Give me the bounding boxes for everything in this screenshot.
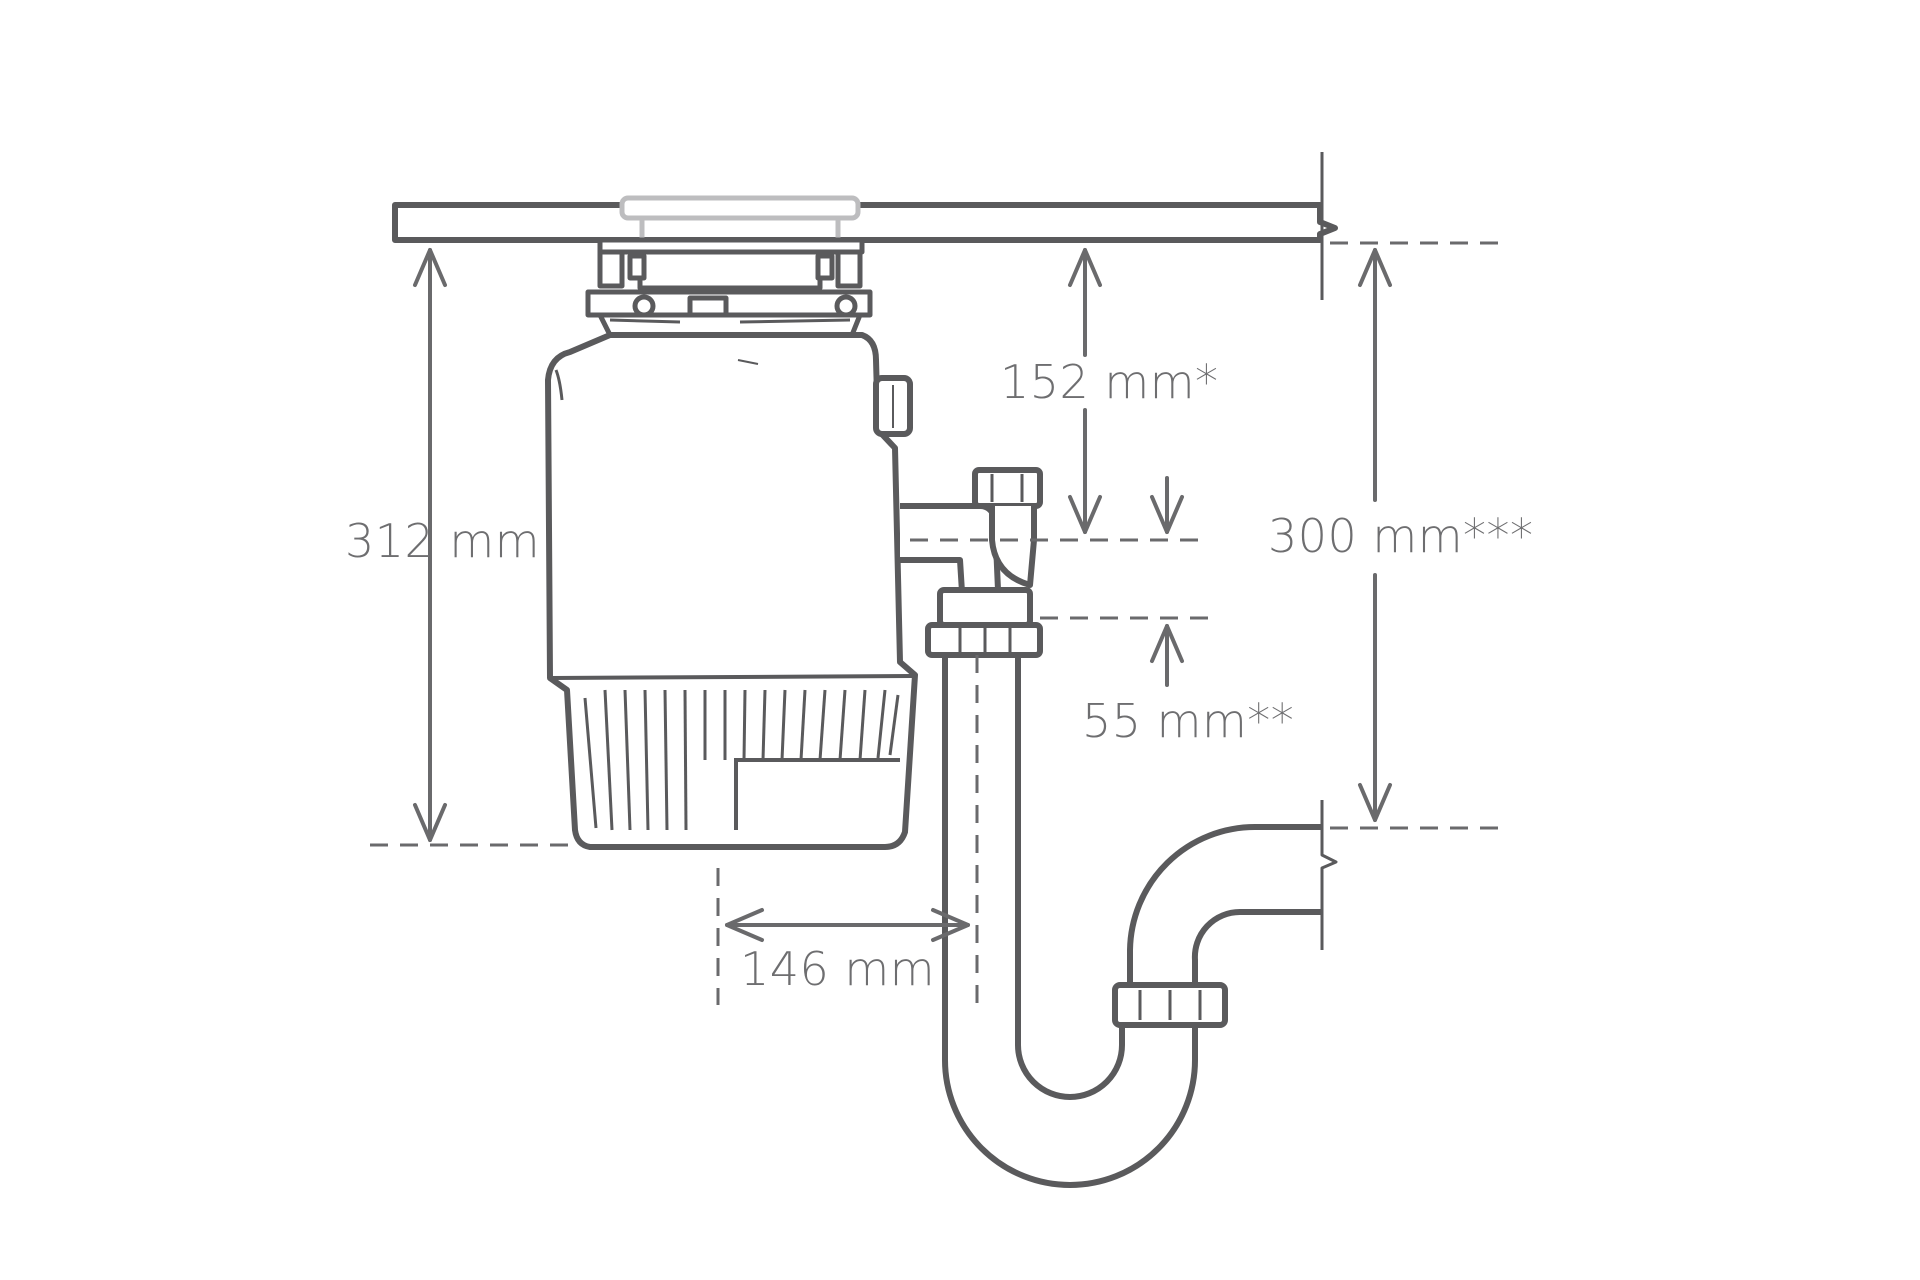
dimension-dashed-lines [370,241,1500,1005]
countertop [392,152,1338,300]
tailpiece-coupling [925,587,1043,658]
label-55mm: 55 mm** [1082,694,1294,748]
p-trap [942,655,1338,1188]
label-146mm: 146 mm [740,942,935,996]
discharge-elbow [900,467,1043,595]
mounting-assembly [585,237,873,338]
trap-coupling [1112,982,1228,1028]
dimension-arrows [413,248,1392,942]
disposer-base-ribs [583,689,900,831]
disposer-body [545,332,918,850]
label-300mm: 300 mm*** [1268,509,1534,563]
dimension-labels: 312 mm 152 mm* 55 mm** 300 mm*** 146 mm [345,355,1534,996]
label-312mm: 312 mm [345,514,540,568]
sink-flange [619,195,861,238]
label-152mm: 152 mm* [1000,355,1219,409]
